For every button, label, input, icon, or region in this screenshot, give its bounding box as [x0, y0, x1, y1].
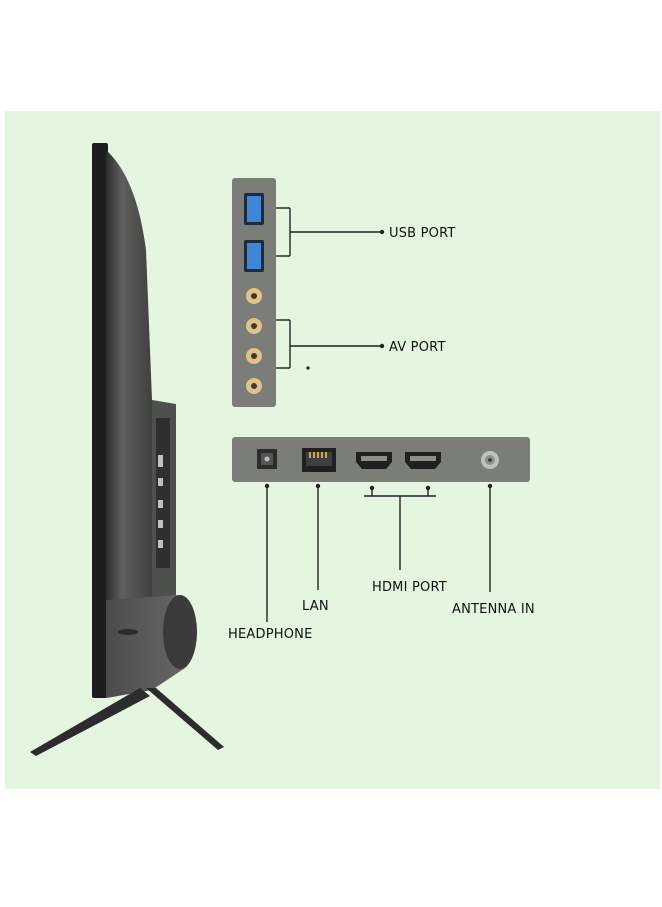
tv-stand-leg-right: [146, 688, 224, 750]
lan-label: LAN: [302, 599, 329, 614]
rca-jack-icon: [246, 378, 262, 394]
tv-side-profile: [30, 143, 224, 756]
callout-dot: [425, 485, 431, 491]
antenna-port-icon: [481, 451, 499, 469]
rca-jack-icon: [246, 348, 262, 364]
tv-bezel: [92, 143, 108, 698]
av-port-callout: [276, 319, 382, 369]
callout-dot: [487, 483, 493, 489]
horizontal-port-panel: [232, 437, 530, 482]
callout-dot: [379, 343, 385, 349]
headphone-label: HEADPHONE: [228, 627, 312, 642]
tv-logo-mark: [118, 629, 138, 635]
antenna-in-label: ANTENNA IN: [452, 602, 535, 617]
headphone-jack-icon: [257, 449, 277, 469]
callout-dot: [315, 483, 321, 489]
callout-dot: [379, 229, 385, 235]
stray-dot: [306, 366, 310, 370]
av-port-label: AV PORT: [389, 340, 446, 355]
hdmi-port-label: HDMI PORT: [372, 580, 447, 595]
rca-jack-icon: [246, 288, 262, 304]
usb-port-label: USB PORT: [389, 226, 456, 241]
usb-port-icon: [244, 240, 264, 272]
usb-port-callout: [276, 207, 382, 257]
hdmi-callout: [364, 486, 436, 570]
lan-port-icon: [302, 448, 336, 472]
tv-port-slot: [158, 455, 163, 467]
callout-dot: [264, 483, 270, 489]
rca-jack-icon: [246, 318, 262, 334]
callout-dot: [369, 485, 375, 491]
usb-port-icon: [244, 193, 264, 225]
hdmi-port-icon: [405, 452, 441, 469]
tv-port-slot: [158, 520, 163, 528]
hdmi-port-icon: [356, 452, 392, 469]
tv-port-slot: [158, 478, 163, 486]
vertical-port-panel: [232, 178, 276, 407]
tv-speaker-grille: [163, 595, 197, 669]
tv-port-slot: [158, 500, 163, 508]
tv-port-slot: [158, 540, 163, 548]
tv-stand-leg-left: [30, 688, 150, 756]
tv-back-body: [106, 150, 152, 698]
